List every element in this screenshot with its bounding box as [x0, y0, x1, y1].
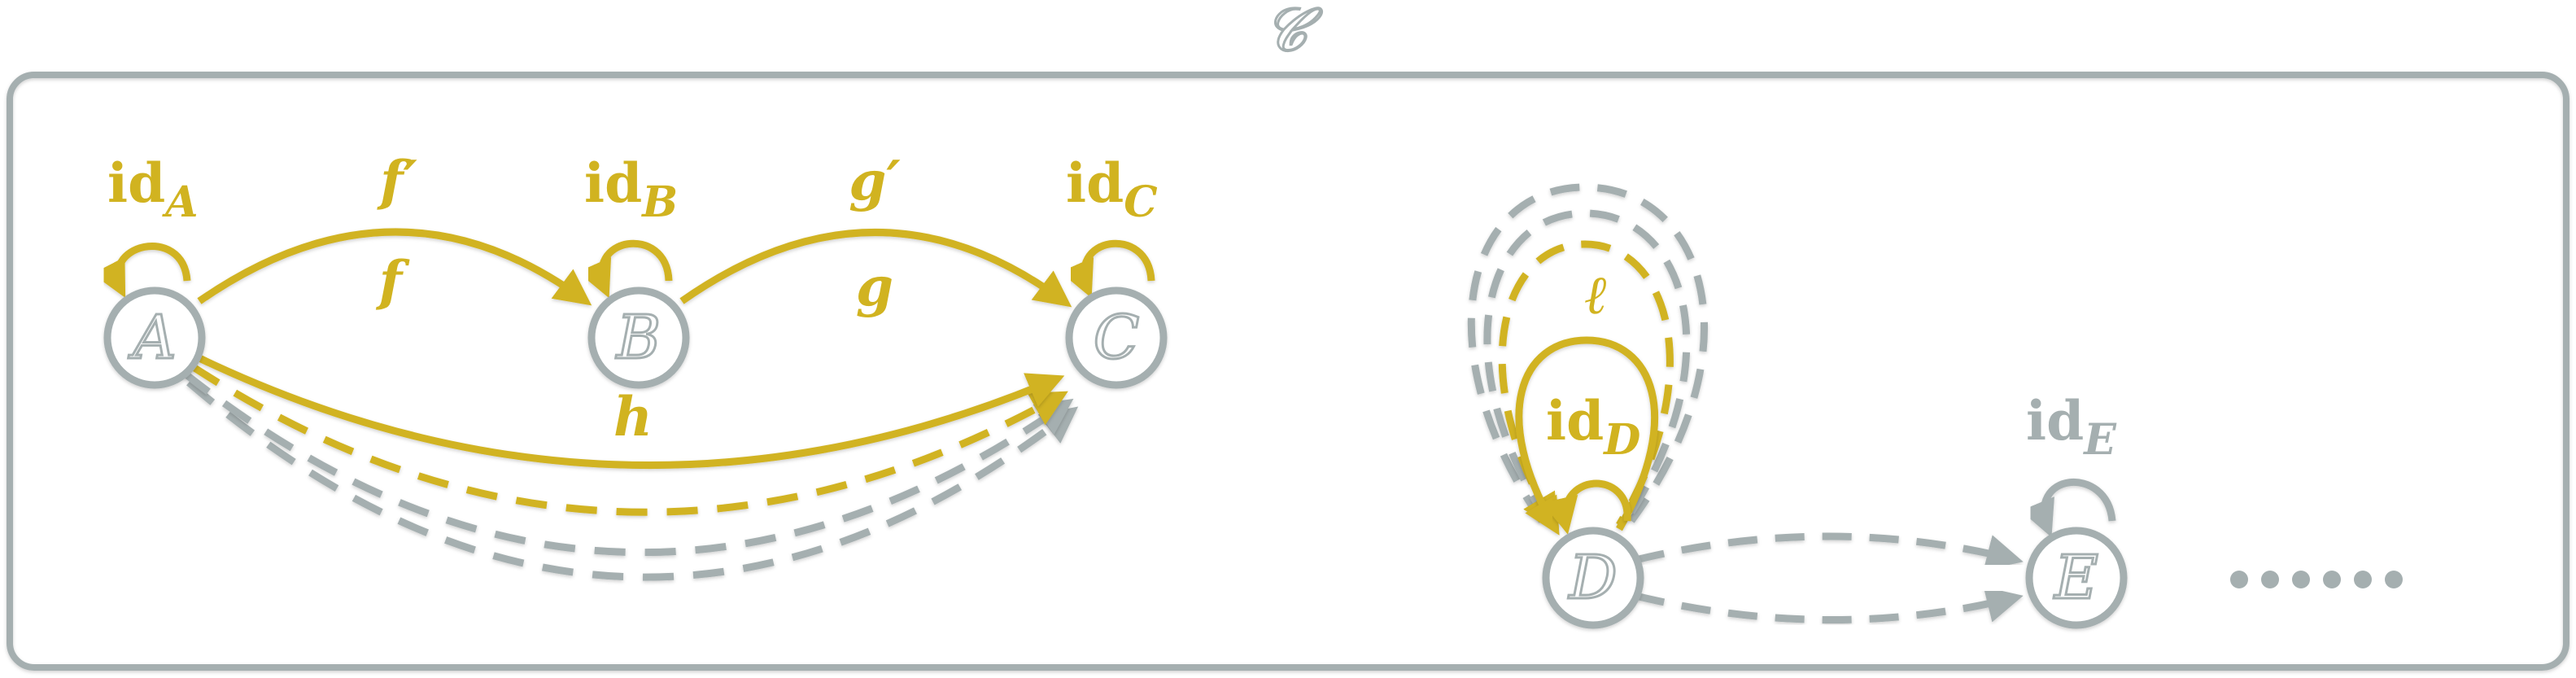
category-label: 𝒞 — [1264, 0, 1322, 65]
ellipsis-dots — [2230, 571, 2403, 588]
ellipsis-dot — [2230, 571, 2248, 588]
identity-a-label: idA — [107, 151, 199, 227]
identity-b-label: idB — [584, 151, 678, 227]
object-b: B — [587, 287, 690, 389]
object-a: A — [103, 287, 206, 389]
object-c-label: C — [1094, 303, 1140, 373]
object-a-label: A — [128, 303, 176, 373]
morphism-d-e-dashed-1 — [1634, 532, 2024, 571]
object-e: E — [2025, 527, 2128, 629]
ellipsis-dot — [2354, 571, 2372, 588]
ellipsis-dot — [2261, 571, 2279, 588]
category-frame — [7, 72, 2569, 671]
object-d-label: D — [1567, 543, 1617, 613]
morphism-f-prime — [197, 228, 592, 306]
identity-c-base: id — [1066, 151, 1124, 215]
morphism-d-e-dashed-3 — [1634, 586, 2024, 623]
endo-d-dashed-gray-inner — [1483, 209, 1691, 523]
identity-a-base: id — [107, 151, 165, 215]
object-b-label: B — [615, 303, 661, 373]
ellipsis-dot — [2323, 571, 2341, 588]
object-d: D — [1542, 527, 1644, 629]
morphism-h-label: h — [613, 385, 653, 448]
morphism-a-c-dashed-gold — [190, 363, 1068, 516]
morphism-a-c-dashed-gray-middle — [181, 370, 1074, 557]
identity-loop-b — [577, 239, 673, 299]
morphism-g-prime — [679, 229, 1072, 308]
identity-loop-c — [1059, 239, 1155, 299]
morphism-h — [198, 354, 1065, 470]
identity-d-base: id — [1546, 389, 1604, 453]
morphism-f-prime-label: f′ — [377, 149, 417, 212]
identity-loop-d — [1542, 479, 1631, 535]
identity-e-sub: E — [2082, 415, 2117, 465]
morphism-l — [1498, 240, 1674, 531]
identity-e-label: idE — [2026, 389, 2117, 465]
identity-loop-d-outer — [1515, 336, 1659, 536]
identity-d-label: idD — [1546, 389, 1640, 465]
morphism-g-label: g — [856, 255, 893, 318]
identity-loop-a — [92, 242, 191, 299]
identity-c-label: idC — [1066, 151, 1158, 227]
morphism-a-c-dashed-gray-outer — [186, 379, 1079, 581]
identity-loop-e — [2020, 479, 2116, 538]
ellipsis-dot — [2292, 571, 2310, 588]
morphism-g-prime-label: g′ — [849, 149, 901, 212]
morphism-f-label: f — [376, 249, 410, 313]
identity-b-sub: B — [640, 177, 678, 227]
ellipsis-dot — [2385, 571, 2403, 588]
identity-b-base: id — [584, 151, 642, 215]
identity-a-sub: A — [161, 177, 198, 227]
identity-d-sub: D — [1602, 415, 1640, 465]
identity-e-base: id — [2026, 389, 2084, 453]
morphism-l-label: ℓ — [1585, 263, 1608, 326]
object-c: C — [1065, 287, 1168, 389]
identity-c-sub: C — [1124, 177, 1157, 227]
object-e-label: E — [2053, 543, 2098, 613]
